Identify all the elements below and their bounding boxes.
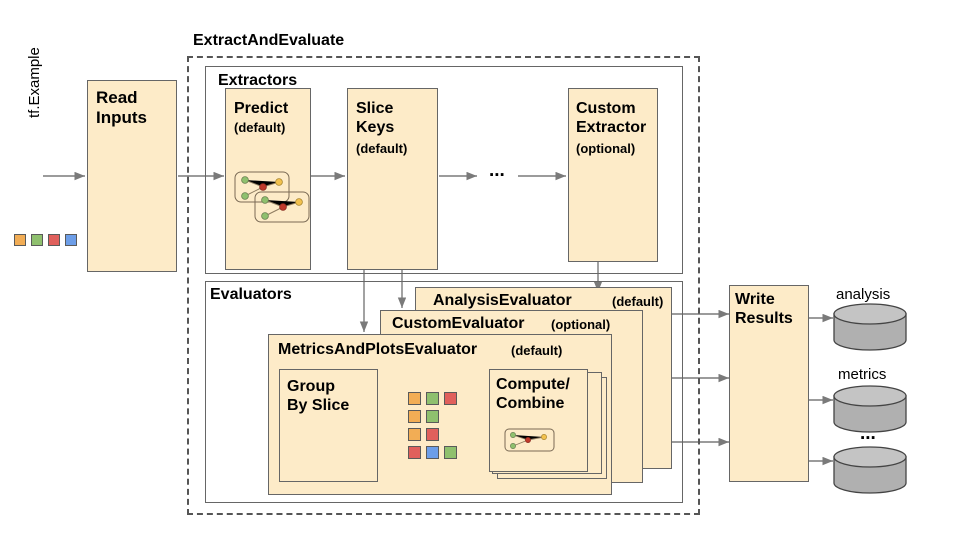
slice-swatch-grid [408,392,460,460]
slice-swatch [426,446,439,459]
group-extractors [205,66,683,274]
output-analysis-label: analysis [836,286,891,303]
node-compute-combine[interactable] [489,369,588,472]
input-swatch [65,234,77,246]
node-write-results-label: Write Results [735,291,793,327]
compute-combine-model-icon [504,428,555,452]
input-swatch [14,234,26,246]
input-swatch [31,234,43,246]
node-analysis-evaluator-label: AnalysisEvaluator [433,292,572,309]
slice-swatch [426,428,439,441]
output-metrics-label: metrics [838,366,887,383]
input-swatch [48,234,60,246]
node-group-by-slice[interactable] [279,369,378,482]
metrics-store-icon [833,385,907,433]
node-slice-keys-label: Slice Keys [356,100,395,136]
node-predict-note: (default) [234,120,286,135]
output-other-label: ... [860,423,876,444]
group-extractors-title: Extractors [218,72,298,89]
slice-swatch [408,392,421,405]
slice-swatch [426,410,439,423]
node-custom-evaluator-note: (optional) [551,317,611,332]
node-metrics-and-plots-evaluator-label: MetricsAndPlotsEvaluator [278,341,478,358]
slice-swatch [444,446,457,459]
slice-swatch [426,392,439,405]
node-predict[interactable] [225,88,311,270]
slice-swatch [408,410,421,423]
node-ellipsis-extractors: ... [489,160,505,181]
node-read-inputs-label: Read Inputs [96,88,147,128]
node-group-by-slice-label: Group By Slice [287,378,350,414]
node-custom-extractor[interactable] [568,88,658,262]
node-custom-extractor-note: (optional) [576,141,636,156]
input-swatch-row [14,234,77,246]
node-slice-keys[interactable] [347,88,438,270]
other-store-icon [833,446,907,494]
analysis-store-icon [833,303,907,351]
node-slice-keys-note: (default) [356,141,408,156]
predict-model-icon [234,171,310,223]
node-write-results[interactable] [729,285,809,482]
node-analysis-evaluator-note: (default) [612,294,664,309]
node-predict-label: Predict [234,100,289,117]
slice-swatch [408,446,421,459]
node-compute-combine-label: Compute/ Combine [496,376,570,412]
node-custom-evaluator-label: CustomEvaluator [392,315,525,332]
node-metrics-and-plots-evaluator-note: (default) [511,343,563,358]
slice-swatch [408,428,421,441]
slice-swatch [444,392,457,405]
group-extract-and-evaluate [187,56,700,515]
group-evaluators [205,281,683,503]
node-read-inputs[interactable] [87,80,177,272]
group-extract-and-evaluate-title: ExtractAndEvaluate [193,32,345,49]
node-custom-extractor-label: Custom Extractor [576,100,647,136]
input-label: tf.Example [26,47,43,118]
group-evaluators-title: Evaluators [210,286,292,303]
